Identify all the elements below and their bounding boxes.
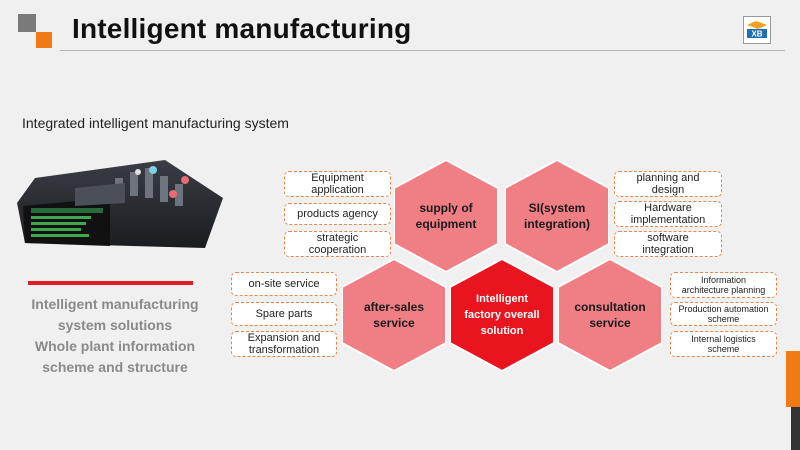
decor-square-gray xyxy=(18,14,36,32)
after-sales-box-on-site-service: on-site service xyxy=(231,272,337,296)
page-title: Intelligent manufacturing xyxy=(72,13,412,44)
control-panel-image xyxy=(15,158,225,250)
supply-box-products-agency: products agency xyxy=(284,203,391,225)
solution-summary: Intelligent manufacturing system solutio… xyxy=(20,294,210,378)
accent-rule xyxy=(28,281,193,285)
decor-side-bar-orange xyxy=(786,351,800,407)
section-subtitle: Integrated intelligent manufacturing sys… xyxy=(22,115,289,131)
summary-line: system solutions xyxy=(57,317,173,333)
decor-square-orange xyxy=(36,32,52,48)
summary-line: Whole plant information xyxy=(34,338,196,354)
decor-side-bar-dark xyxy=(791,407,800,450)
summary-line: Intelligent manufacturing xyxy=(31,296,199,312)
logo-text: XB xyxy=(751,30,762,39)
after-sales-box-spare-parts: Spare parts xyxy=(231,302,337,326)
title-divider xyxy=(60,50,785,51)
summary-line: scheme and structure xyxy=(42,359,188,375)
company-logo: XB xyxy=(743,16,771,44)
